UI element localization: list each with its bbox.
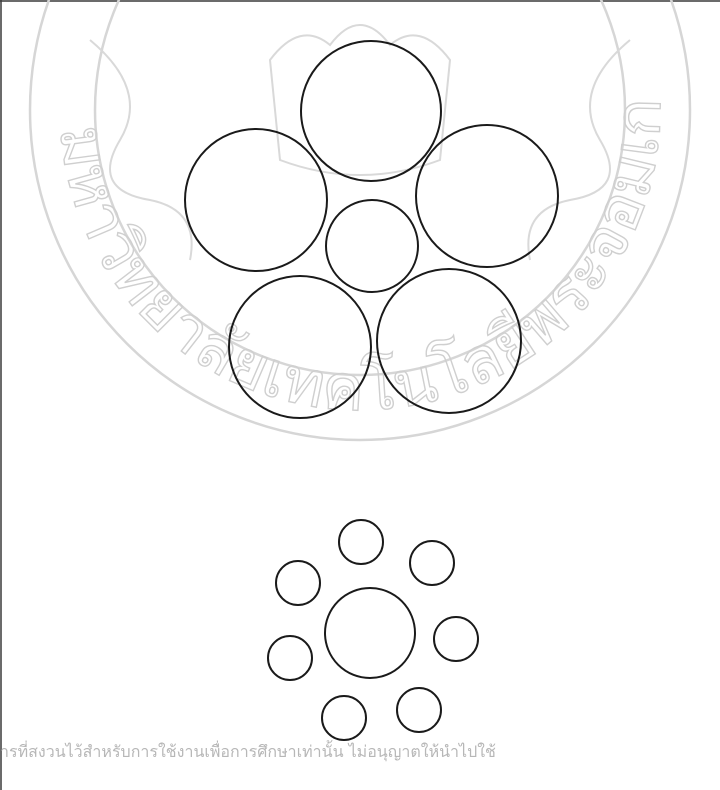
- bottom-cluster-circle-bottom: [322, 696, 366, 740]
- bottom-cluster-circle-left: [268, 636, 312, 680]
- bottom-cluster-circle-lower-right: [397, 688, 441, 732]
- bottom-cluster-circle-center: [325, 588, 415, 678]
- bottom-cluster-circle-top: [339, 520, 383, 564]
- watermark-seal: มหาวิทยาลัยเทคโนโลยีพระจอมเกล้าเจ้าคุณทห…: [0, 0, 690, 440]
- seal-crown-ornament: [270, 25, 450, 175]
- bottom-cluster-circle-upper-right: [410, 541, 454, 585]
- watermark-footer-text: ารที่สงวนไว้สำหรับการใช้งานเพื่อการศึกษา…: [0, 740, 496, 762]
- top-cluster-circle-center: [326, 200, 418, 292]
- top-cluster-circle-upper-right: [416, 125, 558, 267]
- top-cluster-circle-top: [301, 41, 441, 181]
- bottom-cluster-circle-upper-left: [276, 561, 320, 605]
- top-cluster-circle-upper-left: [185, 129, 327, 271]
- bottom-circle-cluster: [268, 520, 478, 740]
- bottom-cluster-circle-right: [434, 617, 478, 661]
